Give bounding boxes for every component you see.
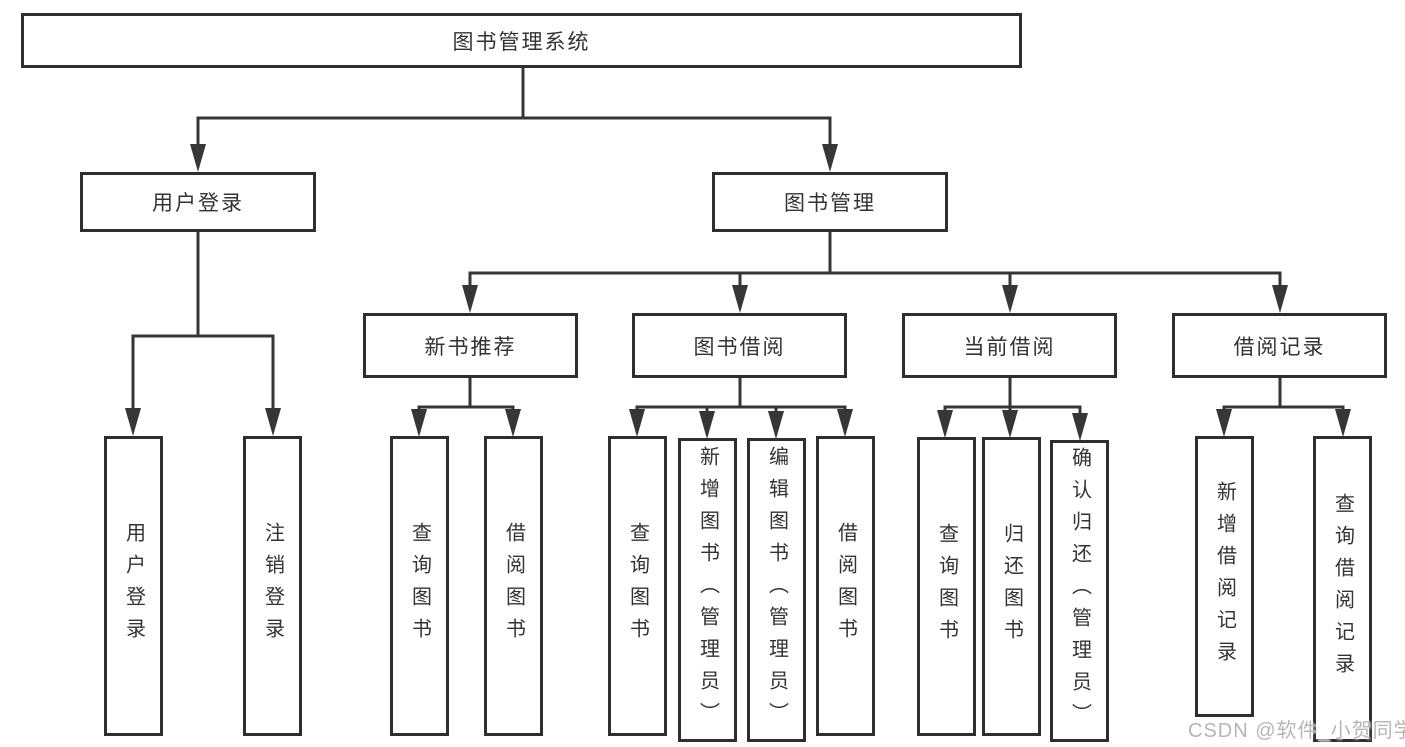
node-leaf-query-borrow-record: 查询借阅记录: [1313, 436, 1372, 742]
node-leaf-query-book-3: 查询图书: [917, 437, 976, 736]
node-leaf-add-borrow-record: 新增借阅记录: [1195, 436, 1254, 717]
node-leaf-user-login: 用户登录: [104, 436, 163, 736]
node-leaf-confirm-return-admin: 确认归还（管理员）: [1050, 440, 1109, 742]
connector-root-to-level2: [190, 64, 838, 172]
connector-borrow-records-children: [1216, 376, 1351, 437]
node-leaf-edit-book-admin: 编辑图书（管理员）: [747, 438, 806, 742]
node-leaf-add-book-admin: 新增图书（管理员）: [678, 438, 737, 742]
connector-current-borrow-children: [937, 376, 1088, 441]
node-library-management-system: 图书管理系统: [21, 13, 1022, 68]
node-user-login: 用户登录: [80, 172, 316, 232]
node-leaf-return-book: 归还图书: [982, 437, 1041, 736]
connector-new-book-children: [411, 376, 521, 437]
node-book-borrow: 图书借阅: [632, 313, 847, 378]
node-leaf-query-book-1: 查询图书: [390, 436, 449, 736]
csdn-watermark: CSDN @软件_小贺同学: [1188, 720, 1405, 742]
node-new-book-recommend: 新书推荐: [363, 313, 578, 378]
node-leaf-query-book-2: 查询图书: [608, 436, 667, 736]
node-borrow-records: 借阅记录: [1172, 313, 1387, 378]
node-current-borrow: 当前借阅: [902, 313, 1117, 378]
node-leaf-logout: 注销登录: [243, 436, 302, 736]
connector-book-management-children: [462, 228, 1288, 313]
node-leaf-borrow-book-2: 借阅图书: [816, 436, 875, 736]
connector-user-login-children: [125, 228, 281, 436]
node-leaf-borrow-book-1: 借阅图书: [484, 436, 543, 736]
node-book-management: 图书管理: [712, 172, 948, 232]
connector-book-borrow-children: [629, 376, 853, 439]
